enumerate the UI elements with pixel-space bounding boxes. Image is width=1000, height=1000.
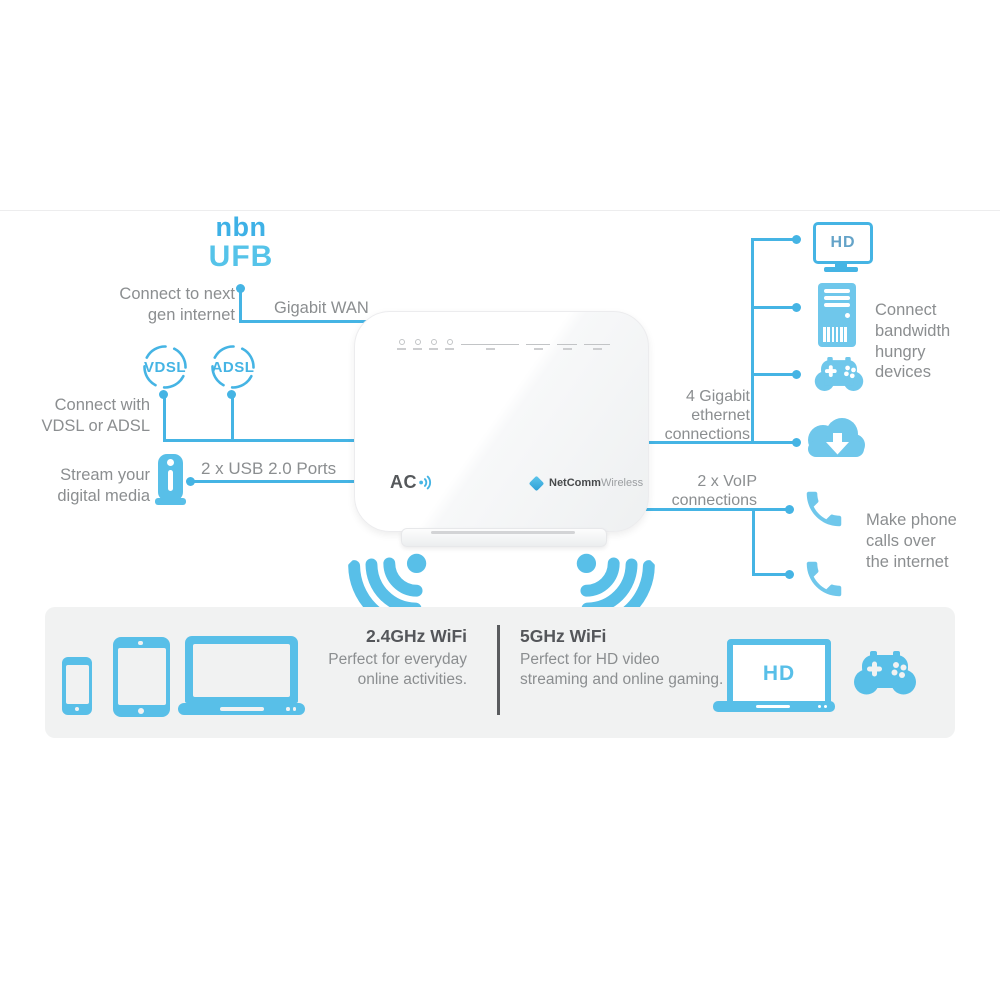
caption-next-gen-internet: Connect to next gen internet [119, 285, 235, 324]
netcomm-diamond-icon [528, 475, 545, 491]
gamepad-large-icon [854, 651, 916, 695]
label-voip-connections: 2 x VoIP connections [671, 473, 757, 510]
smartphone-icon [62, 657, 92, 715]
connector-line-wan-h [239, 320, 465, 323]
netcomm-logo: NetComm Wireless [528, 475, 644, 491]
ac-logo: AC [390, 472, 433, 493]
wifi-5ghz-title: 5GHz WiFi [520, 626, 607, 646]
label-gigabit-wan: Gigabit WAN [274, 299, 369, 317]
connector-line-right-v [751, 239, 754, 444]
node-dot-usb [186, 477, 195, 486]
laptop-icon [185, 636, 298, 703]
node-dot-phone1 [785, 505, 794, 514]
connector-line-wan-v [239, 292, 242, 322]
label-usb-ports: 2 x USB 2.0 Ports [201, 459, 337, 478]
netcomm-logo-light: Wireless [600, 477, 644, 489]
ufb-brand-text: UFB [208, 240, 274, 273]
status-led-strip [397, 339, 610, 350]
adsl-badge-icon: ADSL [209, 343, 257, 391]
connector-line-voip2 [752, 573, 790, 576]
gamepad-icon [814, 357, 864, 392]
connector-line-ethernet [625, 441, 797, 444]
ac-logo-text: AC [390, 472, 417, 492]
wifi-24ghz-text-block: 2.4GHz WiFi Perfect for everyday online … [328, 626, 467, 690]
hd-tv-stand [835, 262, 847, 268]
tablet-icon [113, 637, 170, 717]
router-device [354, 311, 649, 532]
vdsl-badge-icon: VDSL [141, 343, 189, 391]
node-dot-tower [792, 303, 801, 312]
hd-laptop-base [713, 701, 835, 712]
nbn-brand-text: nbn [215, 212, 267, 242]
usb-stick-icon [158, 454, 183, 501]
connector-line-vdsl [163, 397, 166, 442]
connector-line-voip-v [752, 508, 755, 576]
wifi-5ghz-description: Perfect for HD video streaming and onlin… [520, 651, 724, 689]
node-dot-gamepad [792, 370, 801, 379]
vdsl-label: VDSL [143, 359, 186, 376]
node-dot-vdsl [159, 390, 168, 399]
ac-wifi-icon [419, 475, 432, 490]
connector-line-tower [751, 306, 797, 309]
hd-tv-label: HD [830, 234, 856, 251]
caption-bandwidth-devices: Connect bandwidth hungry devices [875, 301, 951, 382]
wifi-24ghz-description: Perfect for everyday online activities. [328, 651, 467, 689]
node-dot-hdtv [792, 235, 801, 244]
caption-phone-calls: Make phone calls over the internet [866, 511, 957, 571]
connector-line-voip1 [622, 508, 790, 511]
node-dot-adsl [227, 390, 236, 399]
hd-laptop-label: HD [762, 662, 796, 685]
band-divider [497, 625, 500, 715]
hd-tv-icon: HD [813, 222, 873, 264]
wifi-24ghz-title: 2.4GHz WiFi [366, 626, 467, 646]
connector-line-usb [193, 480, 403, 483]
netcomm-logo-bold: NetComm [549, 477, 601, 489]
cloud-download-icon [808, 418, 865, 457]
phone-handset-icon-1 [806, 491, 842, 527]
caption-stream-media: Stream your digital media [57, 466, 150, 505]
content-top-divider [0, 210, 1000, 211]
laptop-base [178, 703, 305, 715]
node-dot-cloud [792, 438, 801, 447]
phone-handset-icon-2 [806, 561, 842, 597]
connector-line-hdtv [751, 238, 797, 241]
wifi-info-band: 2.4GHz WiFi Perfect for everyday online … [45, 607, 955, 738]
router-stand-slot [431, 531, 575, 534]
node-dot-phone2 [785, 570, 794, 579]
label-gigabit-ethernet: 4 Gigabit ethernet connections [664, 388, 750, 444]
wifi-5ghz-text-block: 5GHz WiFi Perfect for HD video streaming… [520, 626, 723, 690]
desktop-tower-icon [818, 283, 856, 347]
usb-stick-base [155, 498, 186, 505]
hd-laptop-icon: HD [727, 639, 831, 709]
adsl-label: ADSL [211, 359, 255, 376]
connector-line-gamepad [751, 373, 797, 376]
connector-line-dsl-h [163, 439, 443, 442]
node-dot-ufb [236, 284, 245, 293]
connector-line-adsl [231, 397, 234, 442]
hd-tv-base [824, 267, 858, 272]
caption-connect-dsl: Connect with VDSL or ADSL [41, 396, 150, 435]
